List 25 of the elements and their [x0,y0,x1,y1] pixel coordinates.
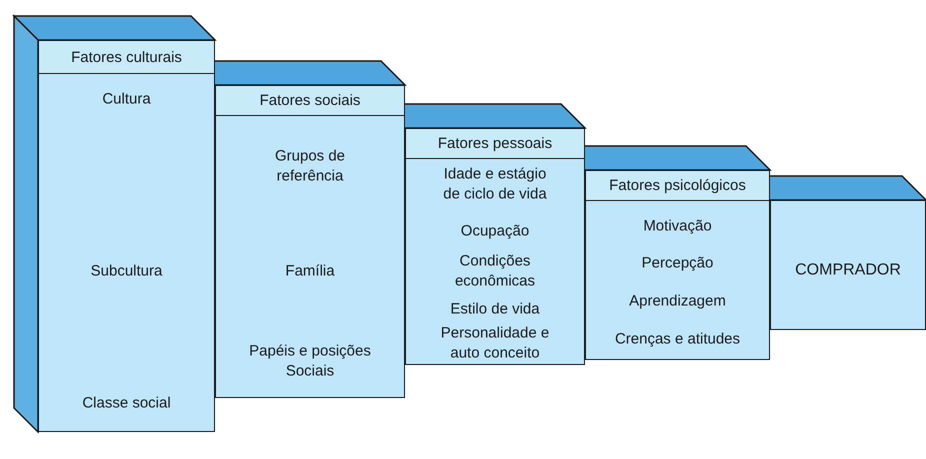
factor-label: Grupos de referência [274,146,346,186]
block-label: COMPRADOR [794,260,902,281]
factor-block [770,200,926,330]
factor-block [585,170,770,360]
factor-label: Idade e estágio de ciclo de vida [442,164,548,204]
factor-label: Condições econômicas [454,252,536,290]
factor-label: Classe social [81,393,172,413]
factor-label: Personalidade e auto conceito [440,324,550,362]
block-heading: Fatores psicológicos [586,171,769,201]
block-heading: Fatores pessoais [406,129,584,159]
factor-label: Estilo de vida [449,299,541,319]
factor-label: Cultura [101,89,152,109]
factor-label: Ocupação [460,221,530,241]
factor-label: Subcultura [90,261,164,281]
factor-label: Motivação [642,216,713,236]
factor-label: Papéis e posições Sociais [248,342,372,380]
factor-label: Família [284,261,336,281]
factor-block [405,128,585,365]
block-heading: Fatores sociais [216,86,404,116]
factor-label: Percepção [640,253,714,273]
block-heading: Fatores culturais [39,41,214,74]
factor-label: Aprendizagem [628,291,727,311]
factor-block [215,85,405,398]
factor-block [38,40,215,432]
factor-label: Crenças e atitudes [614,329,742,349]
